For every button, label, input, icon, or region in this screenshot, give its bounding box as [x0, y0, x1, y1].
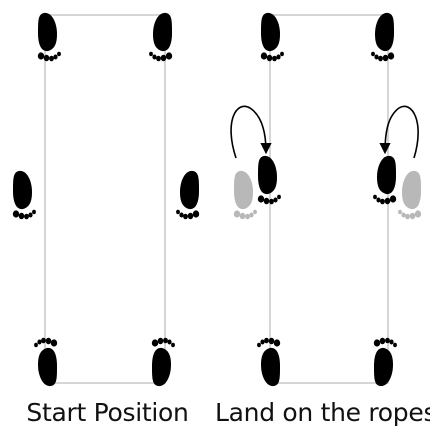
rope-rectangle-right: [269, 14, 389, 384]
footprint-icon: [37, 12, 61, 62]
curved-arrow-icon: [230, 105, 272, 159]
footprint-icon: [176, 171, 199, 219]
rope-rectangle-left: [44, 14, 166, 384]
footprint-icon: [12, 170, 36, 220]
footprint-icon: [149, 13, 172, 61]
footprint-icon: [260, 12, 284, 62]
footprint-icon: [371, 13, 394, 61]
footprint-icon: [374, 338, 397, 386]
footprint-icon: [257, 338, 280, 386]
footprint-icon: [152, 338, 175, 386]
caption-start-position: Start Position: [26, 398, 189, 427]
rope-outlines: [44, 14, 389, 384]
curved-arrow-icon: [379, 105, 419, 159]
previous-footprint-icon: [398, 171, 421, 219]
caption-land-on-ropes: Land on the ropes: [215, 398, 430, 427]
footprint-icon: [373, 156, 396, 204]
previous-footprint-icon: [233, 170, 257, 220]
